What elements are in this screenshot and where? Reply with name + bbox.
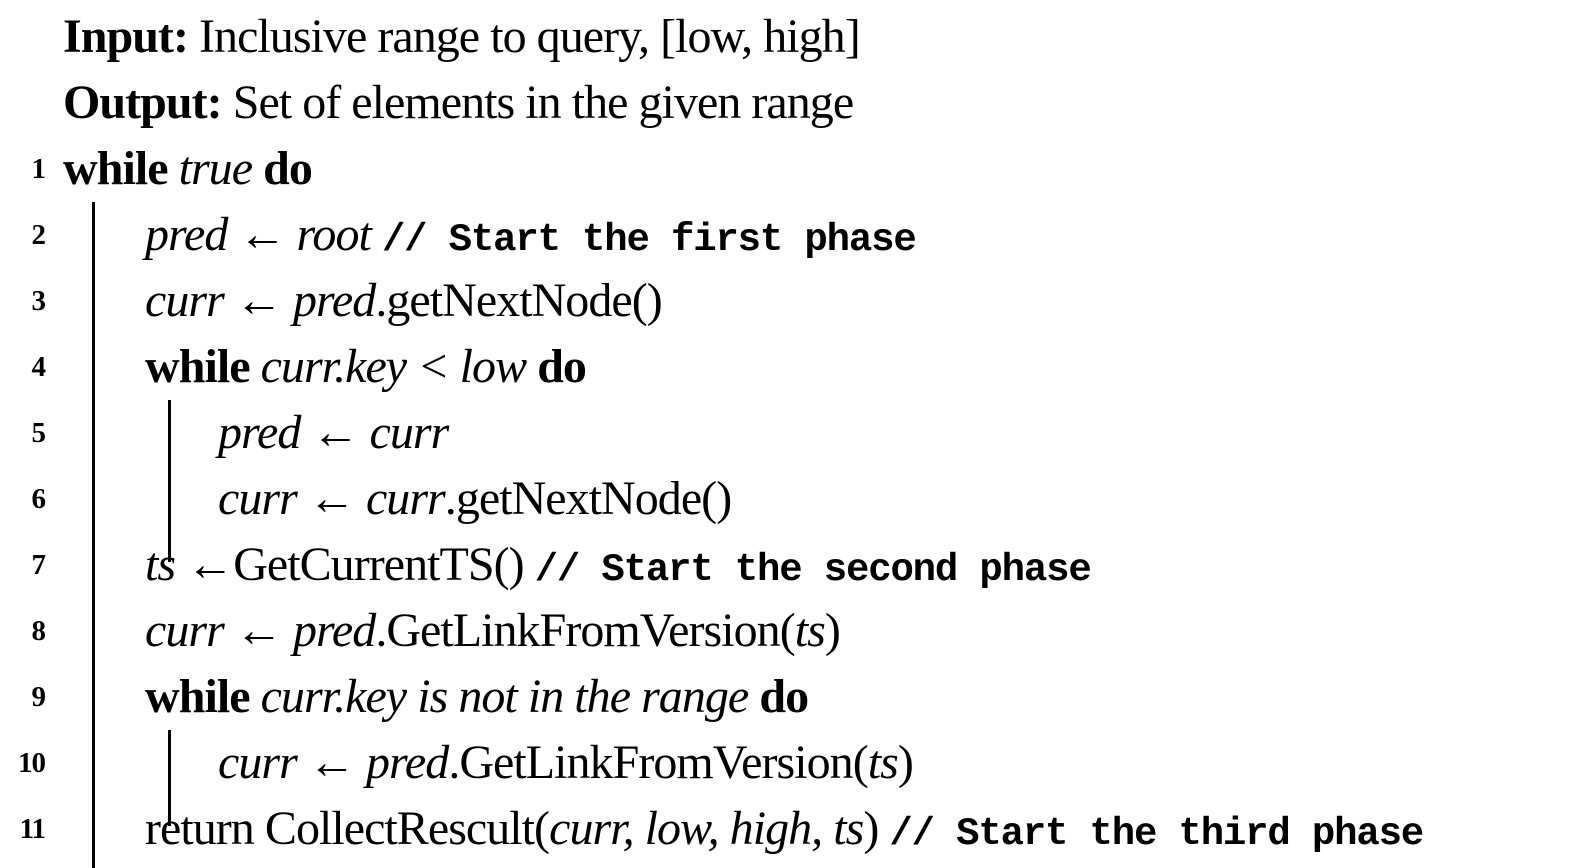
code-segment-plain: ) [897,736,914,789]
code-segment-var: curr.key < low [260,340,528,393]
line-content: while curr.key is not in the range do [145,670,809,723]
code-segment-plain: .getNextNode() [444,472,732,525]
algorithm-line: 10 curr ← pred.GetLinkFromVersion(ts) [0,730,1588,826]
line-content: return CollectRescult(curr, low, high, t… [145,801,1424,856]
line-content: pred ← root // Start the first phase [145,207,917,262]
algorithm-line: 9 while curr.key is not in the range do [0,664,1588,730]
code-segment-var: ts [794,604,826,657]
line-number: 1 [31,152,47,185]
algorithm-line: 4 while curr.key < low do [0,334,1588,400]
indent-guide [92,796,95,868]
code-segment-var: ts [867,736,899,789]
code-segment-var: curr ← curr [218,472,446,525]
line-number: 8 [31,614,47,647]
algorithm-line: 11 return CollectRescult(curr, low, high,… [0,796,1588,868]
line-content: while true do [63,142,313,195]
algorithm-line: 2 pred ← root // Start the first phase [0,202,1588,268]
code-segment-plain: ) [863,801,890,855]
indent-guide [168,730,171,826]
indent-guide [92,664,95,730]
line-content: while curr.key < low do [145,340,587,393]
code-segment-var: curr.key is not in the range [260,670,750,723]
code-segment-keyword: do [537,340,587,393]
line-number: 7 [31,548,47,581]
algorithm-line: Output: Set of elements in the given ran… [0,70,1588,136]
line-content: curr ← pred.getNextNode() [145,274,663,327]
line-content: curr ← pred.GetLinkFromVersion(ts) [145,604,841,657]
line-content: curr ← curr.getNextNode() [218,472,732,525]
indent-guide [168,466,171,562]
code-segment-var: curr ← pred [145,604,376,657]
algorithm-line: 3 curr ← pred.getNextNode() [0,268,1588,334]
line-content: ts ←GetCurrentTS() // Start the second p… [145,537,1092,592]
code-segment-plain: .GetLinkFromVersion( [448,736,868,789]
code-segment-var: ts ← [145,537,234,591]
code-segment-var: curr ← pred [145,274,376,327]
code-segment-plain: .GetLinkFromVersion( [375,604,795,657]
algorithm-line: Input: Inclusive range to query, [low, h… [0,4,1588,70]
code-segment-comment: // Start the first phase [381,217,917,262]
line-number: 9 [31,680,47,713]
code-segment-var: true [178,142,253,195]
code-segment-var: curr, low, high, ts [549,801,864,855]
code-segment-var: curr ← pred [218,736,449,789]
code-segment-plain: GetCurrentTS() [233,537,535,591]
algorithm-line: 1 while true do [0,136,1588,202]
code-segment-var: pred ← root [145,207,372,261]
line-content: Output: Set of elements in the given ran… [63,76,854,129]
code-segment-keyword: do [759,670,809,723]
code-segment-plain [526,340,537,393]
line-content: pred ← curr [218,406,449,459]
indent-guide [92,268,95,334]
algorithm-line: 5 pred ← curr [0,400,1588,466]
code-segment-plain: Inclusive range to query, [low, high] [199,10,861,63]
algorithm-line: 6 curr ← curr.getNextNode() [0,466,1588,562]
algorithm-line: 8 curr ← pred.GetLinkFromVersion(ts) [0,598,1588,664]
algorithm-line: 7 ts ←GetCurrentTS() // Start the second … [0,532,1588,598]
line-number: 5 [31,416,47,449]
code-segment-plain: Set of elements in the given range [232,76,854,129]
indent-guide [92,466,95,532]
line-number: 11 [19,812,46,845]
code-segment-comment: // Start the third phase [889,811,1424,856]
code-segment-plain [252,142,263,195]
code-segment-plain [371,208,382,261]
code-segment-keyword: while [63,142,179,195]
code-segment-var: pred ← curr [218,406,449,459]
code-segment-comment: // Start the second phase [534,547,1092,592]
indent-guide [92,532,95,598]
line-number: 4 [31,350,47,383]
code-segment-plain: .getNextNode() [375,274,662,327]
indent-guide [92,202,95,268]
code-segment-plain: return CollectRescult( [145,801,550,855]
code-segment-plain: ) [824,604,841,657]
line-content: curr ← pred.GetLinkFromVersion(ts) [218,736,914,789]
indent-guide [168,400,171,466]
line-number: 3 [31,284,47,317]
indent-guide [92,400,95,466]
code-segment-plain [748,670,759,723]
indent-guide [92,334,95,400]
indent-guide [92,598,95,664]
line-number: 6 [31,482,47,515]
code-segment-keyword: do [263,142,313,195]
code-segment-keyword: while [145,340,261,393]
indent-guide [92,730,95,796]
code-segment-keyword: while [145,670,261,723]
code-segment-keyword: Input: [63,10,200,63]
line-number: 10 [18,746,46,779]
line-number: 2 [31,218,47,251]
code-segment-keyword: Output: [63,76,233,129]
line-content: Input: Inclusive range to query, [low, h… [63,10,861,63]
